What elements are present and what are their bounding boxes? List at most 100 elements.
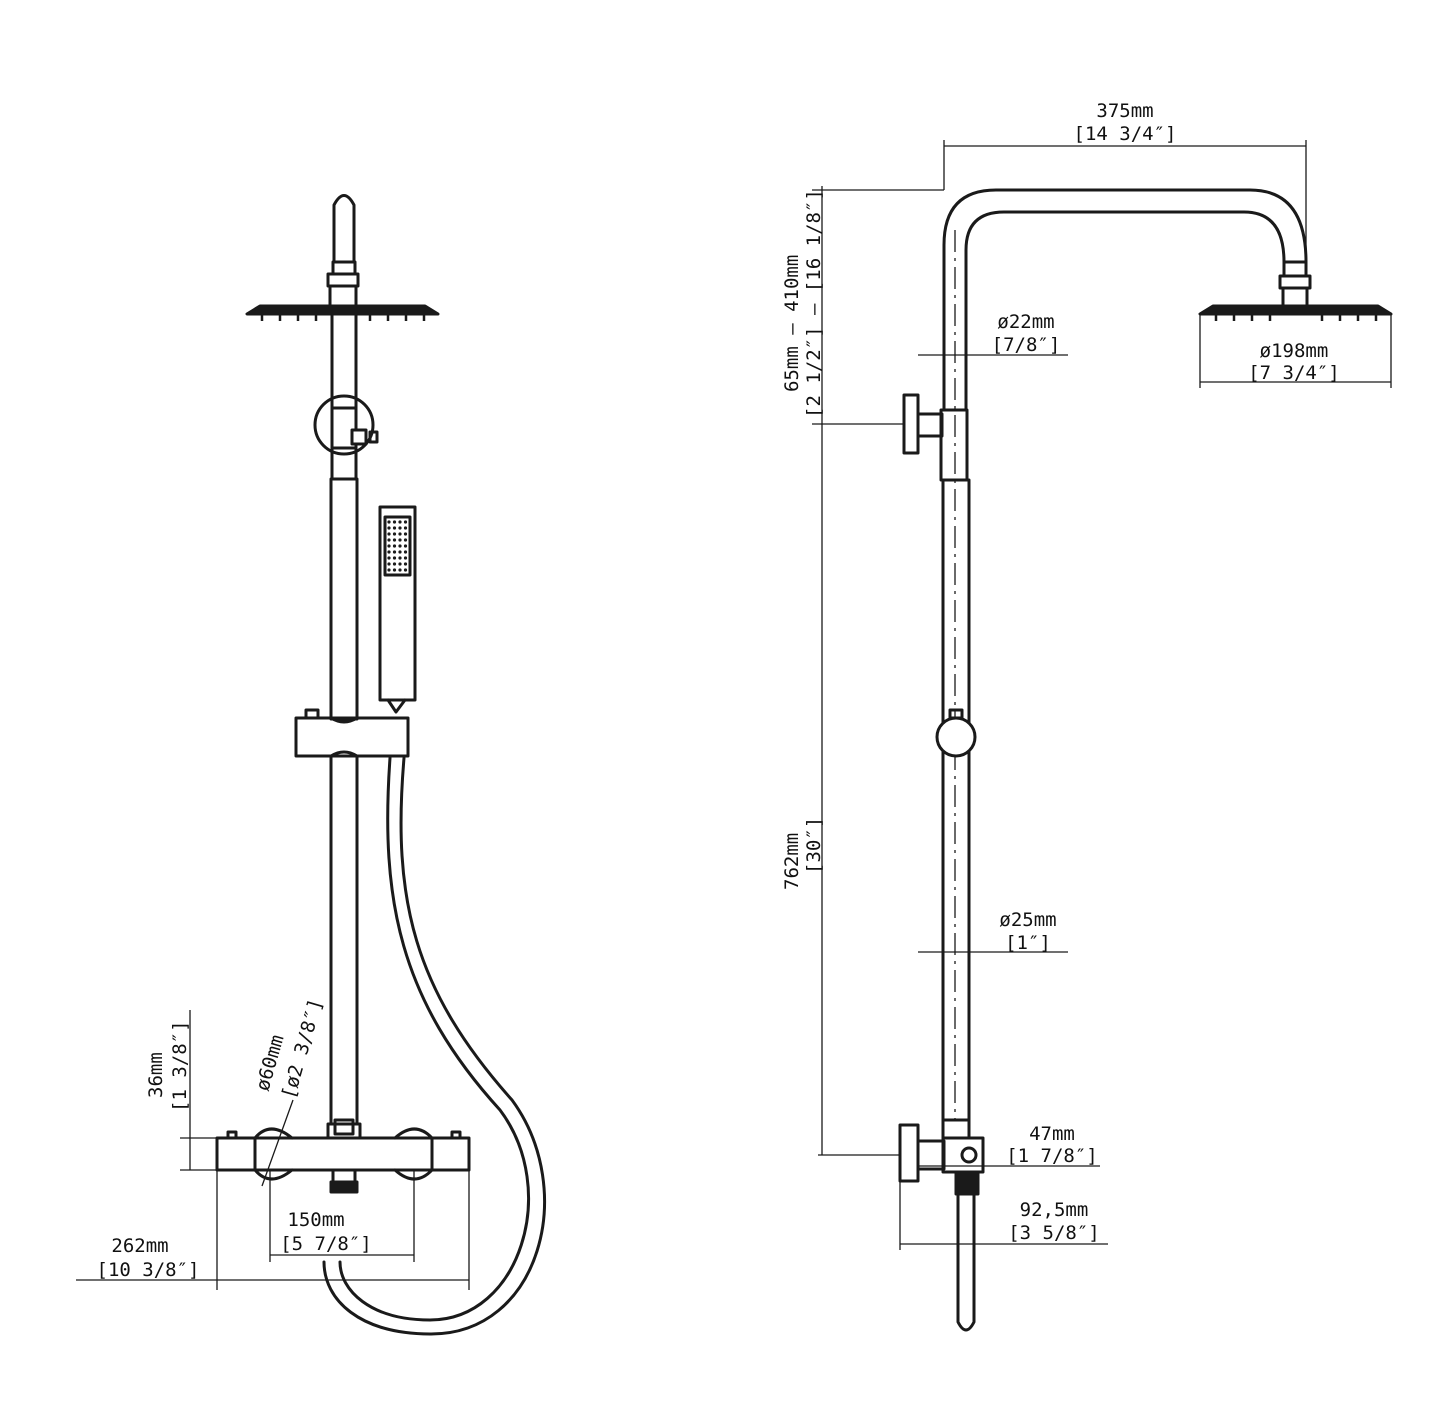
hand-shower-nozzle xyxy=(403,550,408,554)
hand-shower-nozzle xyxy=(403,544,408,548)
dim-riser-adjust-inch: [2 1/2″] — [16 1/8″] xyxy=(803,189,825,418)
hand-shower-nozzle xyxy=(403,520,408,524)
hand-shower-nozzle xyxy=(403,538,408,542)
side-arm-inner xyxy=(964,210,1286,412)
dim-head-diameter-mm: ø198mm xyxy=(1260,340,1329,362)
dim-upper-pipe-diameter: ø22mm [7/8″] xyxy=(918,311,1068,356)
hand-shower-nozzle xyxy=(403,532,408,536)
hand-shower-nozzle xyxy=(398,544,402,548)
dim-wall-projection: 92,5mm [3 5/8″] xyxy=(899,1181,1108,1250)
dim-lower-pipe-diameter-mm: ø25mm xyxy=(999,909,1056,931)
valve-left-handle xyxy=(226,1130,238,1140)
dim-upper-pipe-diameter-mm: ø22mm xyxy=(997,311,1054,333)
hand-shower-nozzle xyxy=(398,550,402,554)
dim-outlet-offset: 47mm [1 7/8″] xyxy=(918,1123,1100,1167)
hand-shower-nozzle xyxy=(398,562,402,566)
dim-overall-width: 262mm [10 3/8″] xyxy=(76,1170,470,1290)
side-arm-nut xyxy=(1282,260,1308,278)
dim-wall-projection-inch: [3 5/8″] xyxy=(1008,1222,1100,1244)
hand-shower-nozzle xyxy=(387,532,391,536)
side-shower-head-nozzles xyxy=(1214,314,1378,321)
hand-shower-body xyxy=(378,505,417,702)
front-head-joint xyxy=(328,284,358,308)
front-riser-clamp xyxy=(313,394,375,456)
slider-lock-button xyxy=(304,708,320,720)
hand-shower-nozzle xyxy=(398,568,402,572)
hand-shower-nozzle xyxy=(398,520,402,524)
hand-shower-nozzle xyxy=(398,538,402,542)
front-clamp-screw xyxy=(350,428,368,446)
valve-riser-socket xyxy=(326,1122,362,1140)
dim-head-diameter: ø198mm [7 3/4″] xyxy=(1199,314,1392,388)
dim-riser-height: 762mm [30″] xyxy=(781,424,900,1156)
side-valve-handle xyxy=(898,1123,920,1183)
hand-shower-nozzle xyxy=(403,562,408,566)
side-valve-socket xyxy=(941,1118,971,1140)
hand-shower-nozzle xyxy=(403,556,408,560)
dim-wall-projection-mm: 92,5mm xyxy=(1020,1199,1089,1221)
dim-riser-height-mm: 762mm xyxy=(781,833,803,890)
hand-shower-face xyxy=(383,515,412,577)
valve-right-handle xyxy=(450,1130,462,1140)
front-lower-riser xyxy=(329,754,359,1126)
dim-outlet-offset-mm: 47mm xyxy=(1029,1123,1075,1145)
hand-shower-nozzle xyxy=(392,568,397,572)
side-slider-knob xyxy=(935,716,977,758)
dim-overall-width-inch: [10 3/8″] xyxy=(97,1259,200,1281)
slider-bracket xyxy=(294,716,410,758)
dim-valve-height-inch: [1 3/8″] xyxy=(169,1020,191,1112)
dim-lower-pipe-diameter-inch: [1″] xyxy=(1005,932,1051,954)
side-shower-head xyxy=(1198,304,1393,316)
side-valve-neck xyxy=(916,1139,946,1171)
hand-shower-nozzle xyxy=(403,568,408,572)
side-arm-outer xyxy=(942,188,1308,412)
side-slider-button xyxy=(948,708,964,720)
front-riser-nut xyxy=(333,1118,355,1136)
side-view: 375mm [14 3/4″] 65mm — 410mm [2 1/2″] — … xyxy=(781,100,1393,1332)
hand-shower-nozzle xyxy=(387,538,391,542)
hand-shower-nozzle xyxy=(392,550,397,554)
front-shower-head xyxy=(245,304,440,316)
hand-shower-nozzle xyxy=(387,550,391,554)
hand-shower-nozzle xyxy=(392,544,397,548)
side-valve-outlet-port xyxy=(960,1146,978,1164)
side-upper-clamp xyxy=(939,408,969,482)
dim-lower-pipe-diameter: ø25mm [1″] xyxy=(918,909,1068,954)
hand-shower-nozzle xyxy=(387,526,391,530)
dim-overall-width-mm: 262mm xyxy=(111,1235,168,1257)
front-arm-nut xyxy=(331,260,357,276)
front-main-riser xyxy=(329,477,359,721)
dim-arm-reach: 375mm [14 3/4″] xyxy=(943,100,1307,262)
hand-shower-nozzle xyxy=(387,568,391,572)
side-main-riser xyxy=(941,478,971,1122)
hand-shower-nozzles xyxy=(387,520,408,572)
dim-arm-reach-inch: [14 3/4″] xyxy=(1074,123,1177,145)
side-arm-connector xyxy=(1278,274,1312,290)
hand-shower-nozzle xyxy=(398,556,402,560)
front-shower-head-nozzles xyxy=(260,314,426,321)
hose-outer xyxy=(338,756,530,1322)
dim-outlet-offset-inch: [1 7/8″] xyxy=(1006,1145,1098,1167)
valve-outlet-nut xyxy=(329,1180,359,1194)
front-view: 262mm [10 3/8″] 150mm [5 7/8″] ø60mm [ø2… xyxy=(76,194,546,1336)
front-clamp-knob xyxy=(368,430,379,444)
front-shower-arm xyxy=(332,194,356,264)
hand-shower-nozzle xyxy=(387,556,391,560)
hand-shower-nozzle xyxy=(392,562,397,566)
hand-shower-nozzle xyxy=(392,556,397,560)
dim-valve-diameter: ø60mm [ø2 3/8″] xyxy=(252,996,327,1187)
dim-arm-reach-mm: 375mm xyxy=(1096,100,1153,122)
side-head-joint xyxy=(1281,286,1309,308)
dim-upper-pipe-diameter-inch: [7/8″] xyxy=(992,334,1061,356)
hand-shower-nozzle xyxy=(387,520,391,524)
front-arm-connector xyxy=(326,272,360,288)
hand-shower-nozzle xyxy=(403,526,408,530)
hand-shower-nozzle xyxy=(392,538,397,542)
dim-valve-height: 36mm [1 3/8″] xyxy=(145,1010,217,1171)
hand-shower-nozzle xyxy=(392,526,397,530)
hand-shower-nozzle xyxy=(387,544,391,548)
dim-inlet-spacing-inch: [5 7/8″] xyxy=(280,1233,372,1255)
dim-valve-height-mm: 36mm xyxy=(145,1052,167,1098)
hand-shower-nozzle xyxy=(392,532,397,536)
